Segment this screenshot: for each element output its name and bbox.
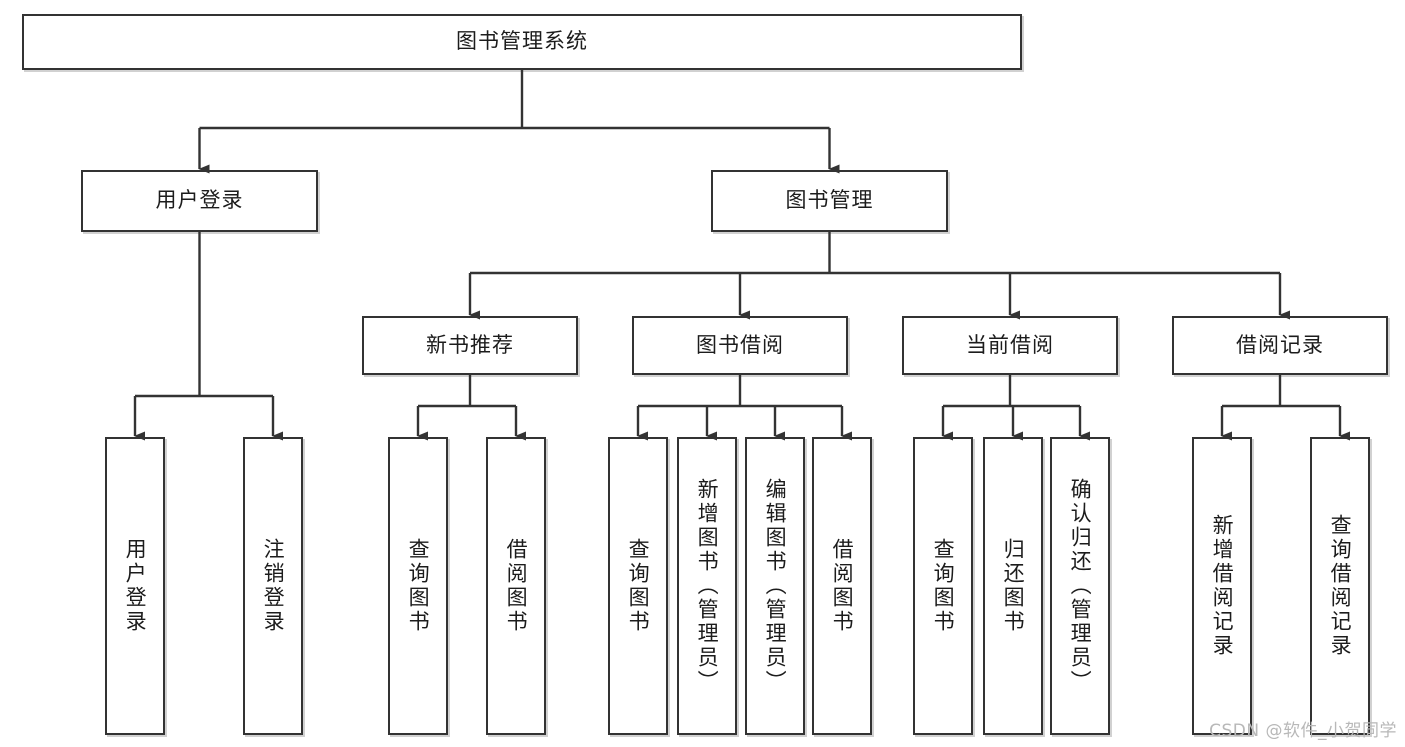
node-new-book-rec[interactable]: 新书推荐 bbox=[362, 316, 578, 375]
node-label: 图书借阅 bbox=[696, 332, 784, 357]
node-label: 新书推荐 bbox=[426, 332, 514, 357]
node-label: 查询图书 bbox=[626, 538, 651, 634]
node-borrow-record[interactable]: 借阅记录 bbox=[1172, 316, 1388, 375]
node-leaf-rec-query2[interactable]: 查询借阅记录 bbox=[1310, 437, 1370, 735]
node-leaf-borrow-lend[interactable]: 借阅图书 bbox=[812, 437, 872, 735]
node-label: 借阅图书 bbox=[830, 538, 855, 634]
node-leaf-rec-add[interactable]: 新增借阅记录 bbox=[1192, 437, 1252, 735]
node-leaf-rec-query[interactable]: 查询图书 bbox=[388, 437, 448, 735]
node-label: 查询借阅记录 bbox=[1328, 514, 1353, 658]
node-label: 新增图书（管理员） bbox=[695, 478, 720, 694]
node-leaf-user-login[interactable]: 用户登录 bbox=[105, 437, 165, 735]
node-leaf-cur-query[interactable]: 查询图书 bbox=[913, 437, 973, 735]
node-leaf-user-logout[interactable]: 注销登录 bbox=[243, 437, 303, 735]
csdn-watermark: CSDN @软件_小贺同学 bbox=[1209, 721, 1397, 741]
node-current-borrow[interactable]: 当前借阅 bbox=[902, 316, 1118, 375]
node-label: 图书管理 bbox=[785, 188, 874, 213]
node-label: 编辑图书（管理员） bbox=[763, 478, 788, 694]
node-label: 查询图书 bbox=[931, 538, 956, 634]
node-label: 归还图书 bbox=[1001, 538, 1026, 634]
node-label: 借阅图书 bbox=[504, 538, 529, 634]
node-label: 新增借阅记录 bbox=[1210, 514, 1235, 658]
node-label: 借阅记录 bbox=[1236, 332, 1324, 357]
node-label: 查询图书 bbox=[406, 538, 431, 634]
node-leaf-rec-borrow[interactable]: 借阅图书 bbox=[486, 437, 546, 735]
node-book-manage[interactable]: 图书管理 bbox=[711, 170, 948, 232]
node-user-login[interactable]: 用户登录 bbox=[81, 170, 318, 232]
node-label: 确认归还（管理员） bbox=[1068, 478, 1093, 694]
node-label: 当前借阅 bbox=[966, 332, 1054, 357]
node-label: 图书管理系统 bbox=[456, 29, 588, 54]
node-book-borrow[interactable]: 图书借阅 bbox=[632, 316, 848, 375]
node-label: 注销登录 bbox=[261, 538, 286, 634]
node-label: 用户登录 bbox=[155, 188, 244, 213]
node-root[interactable]: 图书管理系统 bbox=[22, 14, 1022, 70]
node-leaf-borrow-add[interactable]: 新增图书（管理员） bbox=[677, 437, 737, 735]
node-label: 用户登录 bbox=[123, 538, 148, 634]
node-leaf-cur-confirm[interactable]: 确认归还（管理员） bbox=[1050, 437, 1110, 735]
node-leaf-borrow-edit[interactable]: 编辑图书（管理员） bbox=[745, 437, 805, 735]
node-leaf-cur-return[interactable]: 归还图书 bbox=[983, 437, 1043, 735]
node-leaf-borrow-query[interactable]: 查询图书 bbox=[608, 437, 668, 735]
